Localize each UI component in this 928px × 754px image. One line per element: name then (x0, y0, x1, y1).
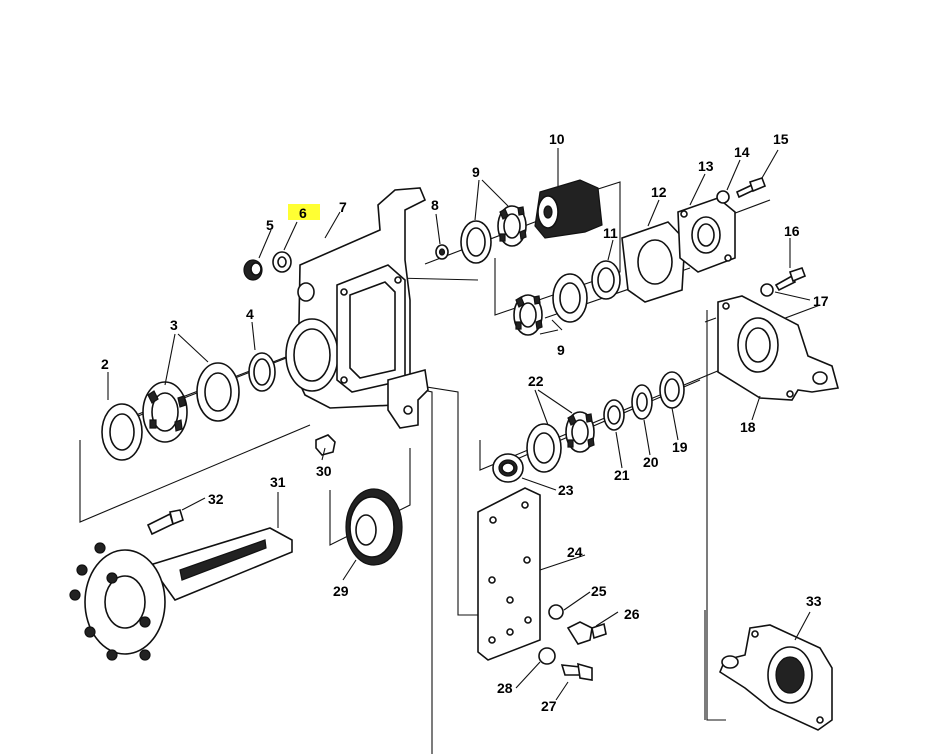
callout-28: 28 (497, 680, 513, 696)
part-29-gear (345, 488, 403, 566)
part-18-housing (717, 295, 840, 401)
part-23-seal (492, 453, 524, 483)
part-10-gear (534, 179, 603, 239)
callout-19: 19 (672, 439, 688, 455)
callout-18: 18 (740, 419, 756, 435)
callout-24: 24 (567, 544, 583, 560)
part-28-washer (538, 647, 556, 665)
part-30-fitting (315, 434, 336, 456)
callout-5: 5 (266, 217, 274, 233)
callout-17: 17 (813, 293, 829, 309)
part-11-ring (591, 260, 621, 300)
leader-lines (107, 148, 811, 701)
part-12-gasket (621, 221, 686, 303)
part-22-bearing (526, 411, 595, 473)
callout-15: 15 (773, 131, 789, 147)
callout-33: 33 (806, 593, 822, 609)
part-27-bolt (560, 662, 593, 681)
highlight-box (288, 204, 320, 220)
part-17-washer (760, 283, 774, 297)
callout-16: 16 (784, 223, 800, 239)
callout-14: 14 (734, 144, 750, 160)
callout-9a: 9 (472, 164, 480, 180)
part-14-washer (716, 190, 730, 204)
part-8-washer (435, 244, 449, 260)
part-20-washer (631, 384, 653, 420)
callout-13: 13 (698, 158, 714, 174)
callout-8: 8 (431, 197, 439, 213)
callout-21: 21 (614, 467, 630, 483)
part-25-washer (548, 604, 564, 620)
callout-labels: 2 3 4 5 6 7 8 9 9 10 11 12 13 14 15 16 1… (101, 131, 829, 714)
callout-30: 30 (316, 463, 332, 479)
part-16-bolt (774, 266, 807, 292)
part-19-nut (659, 371, 685, 409)
callout-25: 25 (591, 583, 607, 599)
callout-4: 4 (246, 306, 254, 322)
callout-2: 2 (101, 356, 109, 372)
callout-6: 6 (299, 205, 307, 221)
callout-29: 29 (333, 583, 349, 599)
callout-22: 22 (528, 373, 544, 389)
callout-10: 10 (549, 131, 565, 147)
part-21-ring (603, 399, 625, 431)
callout-32: 32 (208, 491, 224, 507)
part-9-bearing-lower (513, 273, 588, 336)
callout-11: 11 (603, 225, 618, 241)
callout-3: 3 (170, 317, 178, 333)
part-13-cover (677, 197, 736, 273)
part-32-stud (146, 509, 184, 536)
part-26-bolt (566, 621, 607, 645)
callout-7: 7 (339, 199, 347, 215)
parts (69, 176, 840, 731)
callout-12: 12 (651, 184, 667, 200)
part-2-seal (101, 403, 143, 461)
part-3-bearing (142, 362, 240, 443)
part-24-plate (477, 487, 541, 661)
part-7-housing (285, 187, 429, 429)
part-9-bearing-upper (460, 205, 527, 264)
callout-9b: 9 (557, 342, 565, 358)
callout-26: 26 (624, 606, 640, 622)
part-4-ring (248, 352, 276, 392)
part-31-axle-shaft (69, 527, 293, 661)
callout-31: 31 (270, 474, 286, 490)
part-15-bolt (735, 176, 767, 199)
callout-23: 23 (558, 482, 574, 498)
callout-20: 20 (643, 454, 659, 470)
callout-27: 27 (541, 698, 557, 714)
part-33-housing (719, 624, 833, 731)
part-5-plug (243, 259, 263, 281)
part-6-washer (272, 251, 292, 273)
